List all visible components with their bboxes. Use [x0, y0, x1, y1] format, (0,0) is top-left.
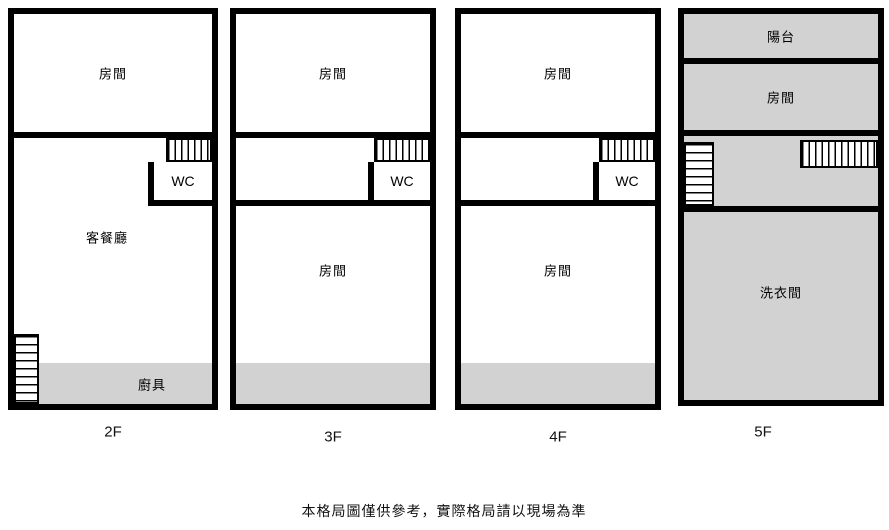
room-label-bedroom-bottom-3f: 房間	[318, 263, 348, 279]
gray-area-4f	[461, 363, 655, 404]
staircase-icon	[599, 138, 655, 162]
room-label-wc-4f: WC	[615, 173, 639, 189]
floor-unit-4f: 房間 WC 房間	[455, 8, 661, 410]
room-label-kitchen-2f: 廚具	[137, 377, 167, 392]
ladder-icon	[14, 334, 39, 404]
floor-unit-2f: 房間 WC 客餐廳 廚具	[8, 8, 218, 410]
room-label-bedroom-2f: 房間	[98, 66, 128, 82]
staircase-icon	[800, 140, 878, 168]
floor-unit-3f: 房間 WC 房間	[230, 8, 436, 410]
interior-wall	[684, 206, 878, 212]
interior-wall	[461, 200, 655, 206]
staircase-icon	[166, 138, 212, 162]
interior-wall	[684, 130, 878, 136]
floor-label-4f: 4F	[549, 428, 567, 446]
floor-label-2f: 2F	[104, 423, 122, 441]
room-wc-4f: WC	[593, 162, 655, 200]
floor-unit-5f: 陽台 房間 洗衣間	[678, 8, 884, 406]
room-label-bedroom-top-3f: 房間	[318, 66, 348, 82]
disclaimer-text: 本格局圖僅供參考，實際格局請以現場為準	[301, 503, 587, 519]
ladder-icon	[684, 142, 714, 206]
room-label-bedroom-5f: 房間	[766, 90, 796, 106]
room-label-bedroom-bottom-4f: 房間	[543, 263, 573, 279]
room-label-laundry-5f: 洗衣間	[759, 285, 803, 301]
floor-label-3f: 3F	[324, 428, 342, 446]
interior-wall	[236, 132, 430, 138]
interior-wall	[684, 58, 878, 64]
staircase-icon	[374, 138, 430, 162]
interior-wall	[14, 132, 212, 138]
room-label-living-dining-2f: 客餐廳	[85, 230, 129, 246]
kitchen-area-2f: 廚具	[14, 363, 212, 404]
room-label-wc-2f: WC	[171, 173, 195, 189]
gray-area-3f	[236, 363, 430, 404]
room-label-bedroom-top-4f: 房間	[543, 66, 573, 82]
interior-wall	[461, 132, 655, 138]
floor-label-5f: 5F	[754, 423, 772, 441]
room-wc-3f: WC	[368, 162, 430, 200]
room-label-wc-3f: WC	[390, 173, 414, 189]
interior-wall	[236, 200, 430, 206]
room-wc-2f: WC	[148, 162, 212, 206]
room-label-balcony-5f: 陽台	[766, 29, 796, 45]
